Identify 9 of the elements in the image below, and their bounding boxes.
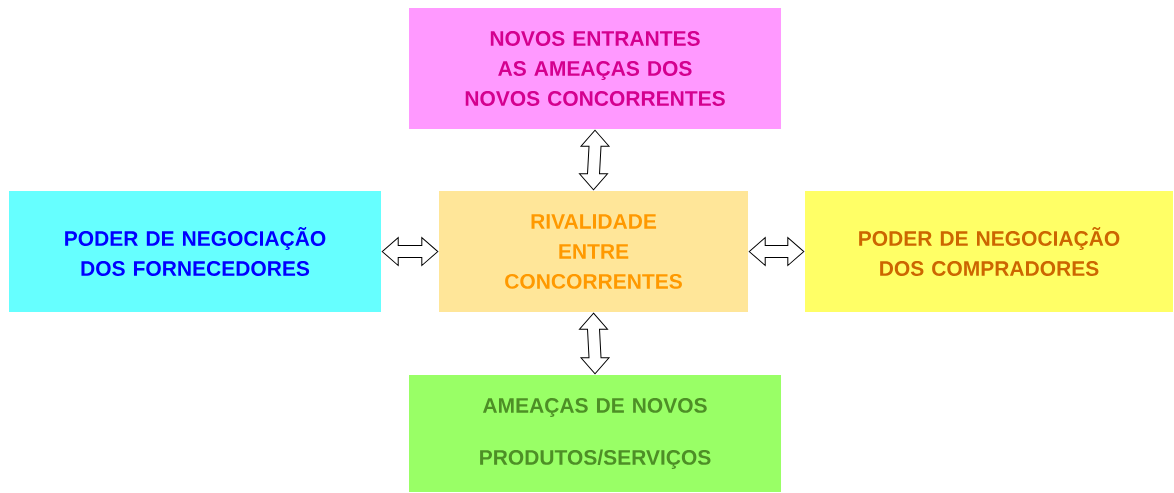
text-box: RIVALIDADE ENTRE CONCORRENTES	[439, 191, 748, 312]
double-arrow	[748, 237, 805, 266]
double-arrow	[579, 129, 610, 191]
text-box: PODER DE NEGOCIAÇÃO DOS COMPRADORES	[805, 191, 1173, 312]
double-arrow	[381, 237, 439, 266]
text-box: PODER DE NEGOCIAÇÃO DOS FORNECEDORES	[9, 191, 381, 312]
text-box: AMEAÇAS DE NOVOS PRODUTOS/SERVIÇOS	[409, 375, 781, 492]
double-arrow	[579, 312, 610, 375]
text-box: NOVOS ENTRANTES AS AMEAÇAS DOS NOVOS CONCORRENTES	[409, 8, 781, 129]
